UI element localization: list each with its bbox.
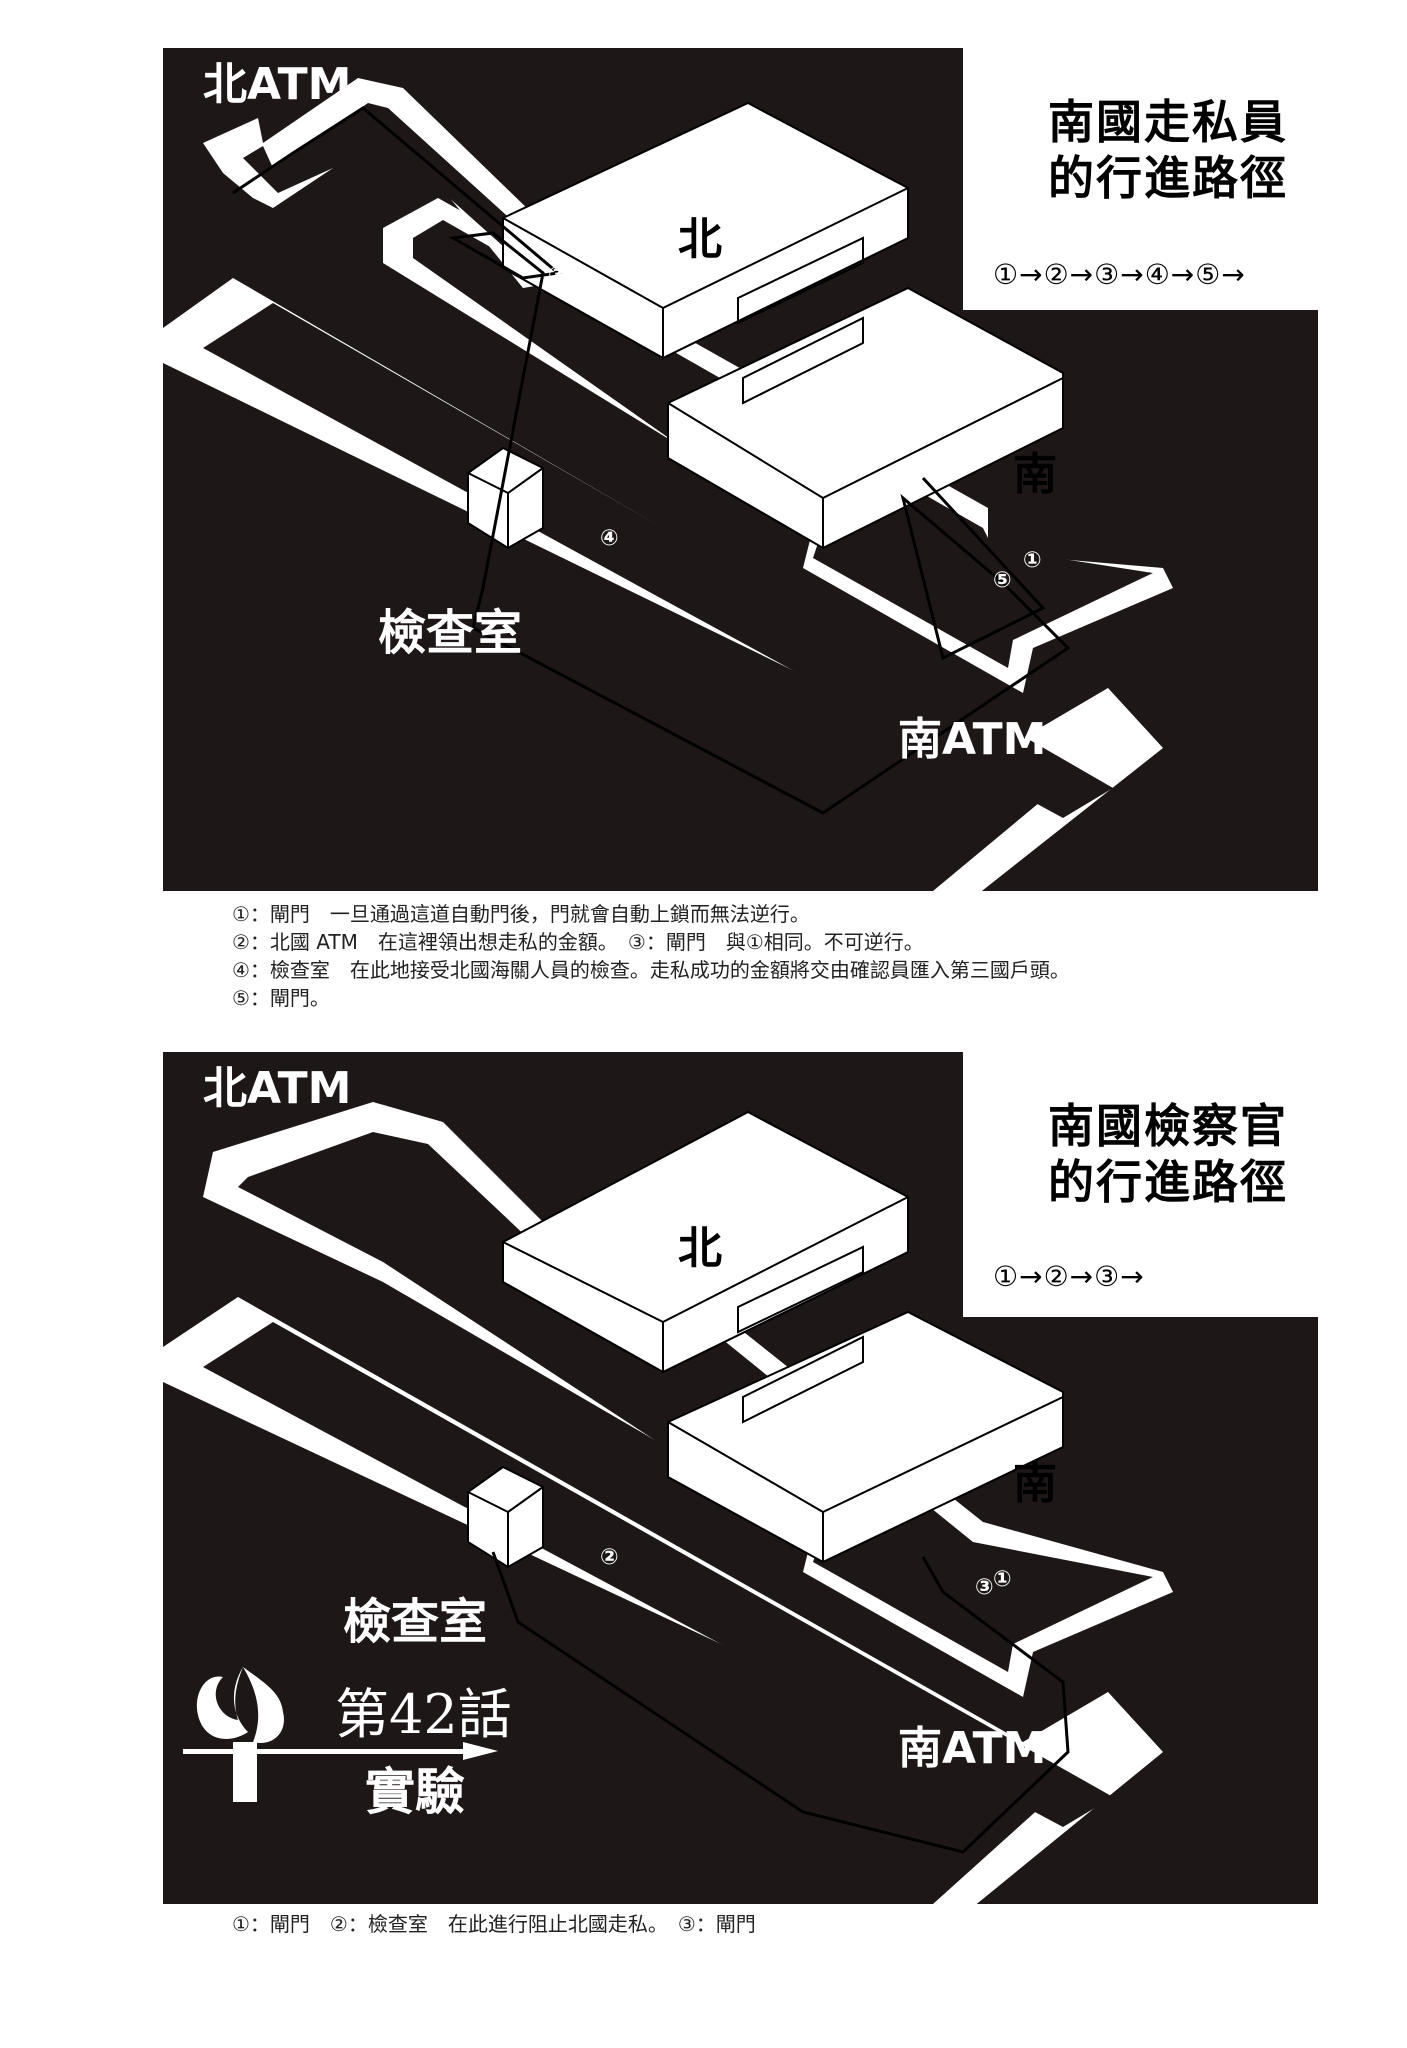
legend-notes-inspector: ①：閘門 ②：檢查室 在此進行阻止北國走私。 ③：閘門 [232,1910,756,1938]
title-line-1: 南國檢察官 [1048,1099,1288,1153]
route-path [491,1551,1070,1854]
title-line-2: 的行進路徑 [1048,151,1288,205]
corridor-outer [203,303,1113,818]
chapter-title: 實驗 [365,1762,465,1821]
label-north-atm: 北ATM [203,1063,352,1114]
building-south-top [667,286,1064,550]
label-north-atm: 北ATM [203,59,352,110]
marker-1: ① [1023,548,1042,573]
building-south-top [667,1310,1064,1564]
floor-map [163,1102,1173,1904]
corridor-north-atm [203,78,583,288]
note-line: ①：閘門 ②：檢查室 在此進行阻止北國走私。 ③：閘門 [232,1912,756,1936]
marker-2: ② [223,131,242,156]
note-line: ④：檢查室 在此地接受北國海關人員的檢查。走私成功的金額將交由確認員匯入第三國戶… [232,958,1070,982]
panel-title: 南國檢察官 的行進路徑 [1048,1098,1288,1210]
label-checkroom: 檢查室 [378,605,523,661]
corridor-upper-inner [238,1132,1153,1672]
fleur-de-lis-icon [183,1667,498,1802]
diagram-panel-inspector: 南國檢察官 的行進路徑 ①→②→③→ 北ATM 北 南 檢查室 南ATM ① ②… [163,1052,1318,1904]
building-north-window [737,236,864,325]
marker-5: ⑤ [993,568,1012,593]
route-sequence: ①→②→③→④→⑤→ [993,258,1246,291]
label-south-atm: 南ATM [898,1723,1047,1774]
label-checkroom: 檢查室 [343,1594,488,1650]
building-north-face [662,186,909,360]
title-box: 南國走私員 的行進路徑 ①→②→③→④→⑤→ [963,48,1318,310]
title-line-1: 南國走私員 [1048,95,1288,149]
label-south-building: 南 [1013,449,1057,500]
note-line: ⑤：閘門。 [232,986,330,1010]
diagram-panel-smuggler: 南國走私員 的行進路徑 ①→②→③→④→⑤→ 北ATM 北 南 檢查室 南ATM… [163,48,1318,891]
marker-2: ② [600,1545,619,1570]
title-line-2: 的行進路徑 [1048,1155,1288,1209]
checkroom-box [467,1465,544,1569]
label-south-building: 南 [1013,1458,1057,1509]
label-north-building: 北 [678,1223,722,1274]
corridor-north-inner [243,103,548,273]
note-line: ②：北國 ATM 在這裡領出想走私的金額。 ③：閘門 與①相同。不可逆行。 [232,930,924,954]
panel-title: 南國走私員 的行進路徑 [1048,94,1288,206]
route-path [232,106,1071,815]
title-box: 南國檢察官 的行進路徑 ①→②→③→ [963,1052,1318,1317]
building-north-window [737,1245,864,1334]
label-south-atm: 南ATM [898,714,1047,765]
marker-3: ③ [975,1575,994,1600]
checkroom-box [467,446,544,550]
marker-4: ④ [600,526,619,551]
note-line: ①：閘門 一旦通過這道自動門後，門就會自動上鎖而無法逆行。 [232,902,810,926]
building-south-window [742,316,864,405]
chapter-heading: 第42話 實驗 [190,1660,660,1830]
corridor-outer [203,1322,1113,1827]
route-sequence: ①→②→③→ [993,1260,1145,1293]
building-south-window [742,1335,864,1424]
marker-3: ③ [548,263,567,288]
marker-1: ① [993,1567,1012,1592]
legend-notes-smuggler: ①：閘門 一旦通過這道自動門後，門就會自動上鎖而無法逆行。 ②：北國 ATM 在… [232,900,1070,1012]
chapter-number: 第42話 [335,1683,512,1746]
label-north-building: 北 [678,214,722,265]
floor-map [163,78,1173,891]
